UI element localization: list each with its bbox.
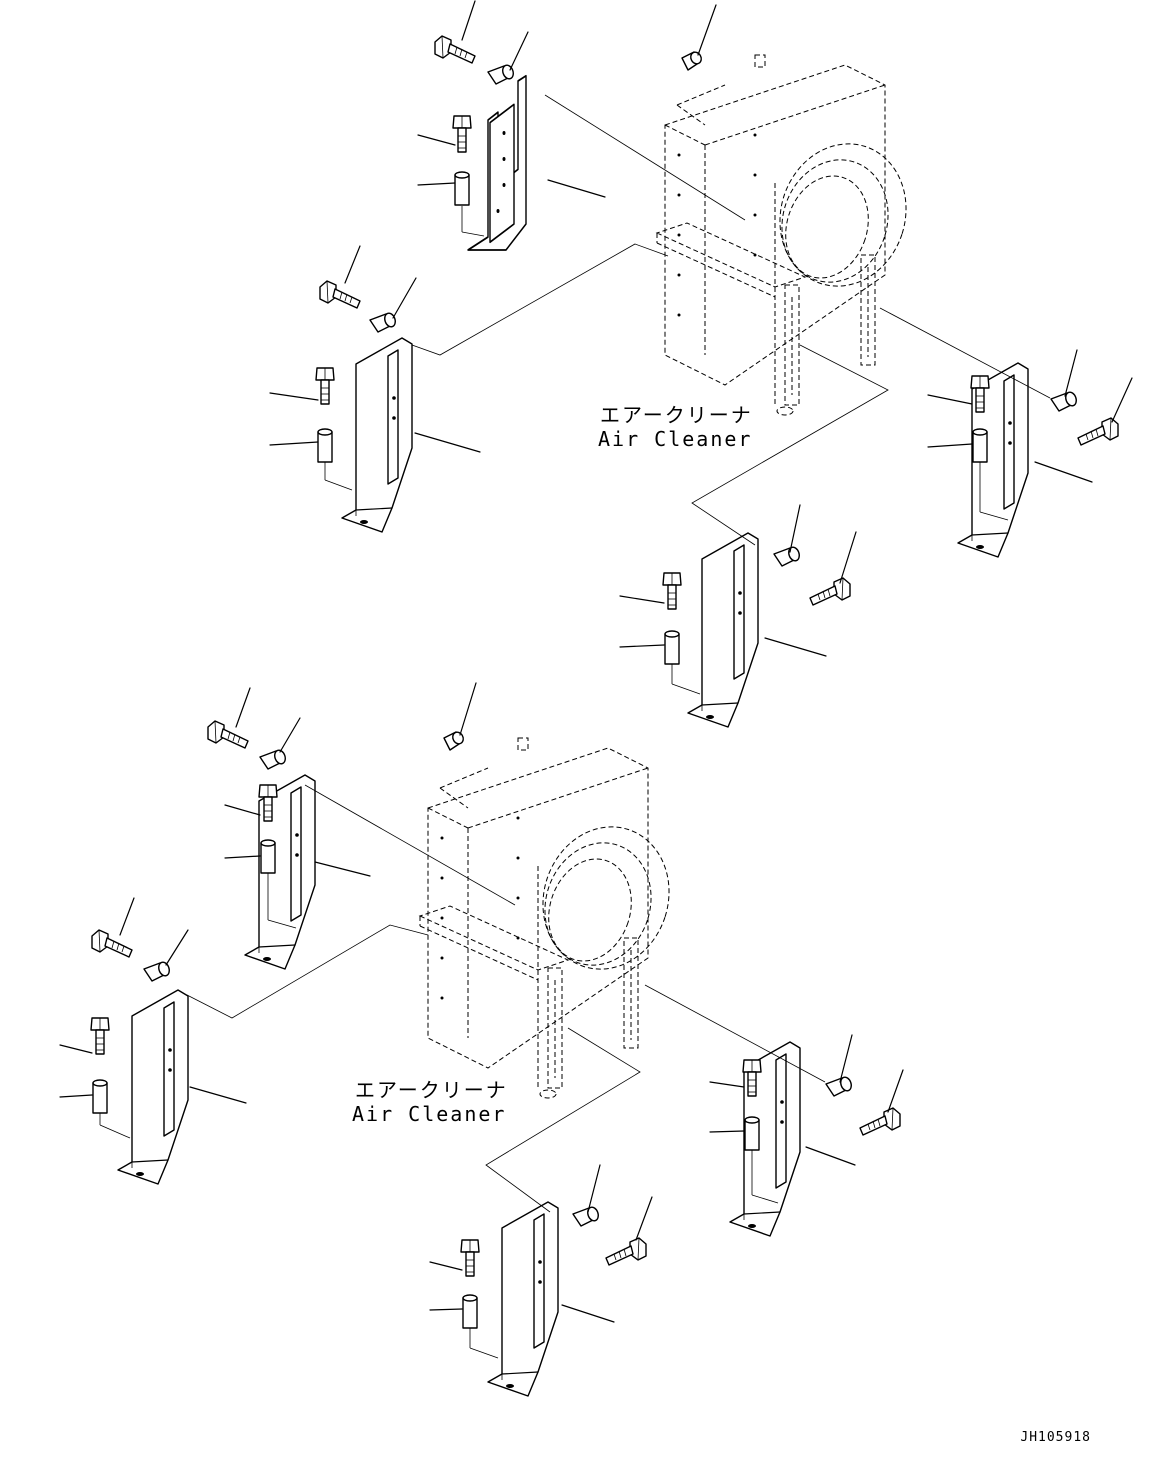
bracket bbox=[687, 532, 759, 728]
bolt bbox=[605, 1237, 647, 1266]
bolt bbox=[319, 280, 361, 309]
upper-air-cleaner-label-jp: エアークリーナ bbox=[600, 403, 753, 427]
vertical-bolt bbox=[460, 1239, 480, 1277]
drawing-code: JH105918 bbox=[1020, 1430, 1091, 1445]
spacer bbox=[1050, 390, 1079, 412]
spacer bbox=[369, 311, 398, 333]
lower-air-cleaner-label-en: Air Cleaner bbox=[352, 1102, 507, 1126]
upper-air-cleaner-label-en: Air Cleaner bbox=[598, 427, 753, 451]
bolt bbox=[809, 577, 851, 606]
spacer bbox=[259, 748, 288, 770]
bolt bbox=[859, 1107, 901, 1136]
spacer bbox=[773, 545, 802, 567]
vertical-spacer bbox=[664, 630, 680, 665]
bracket bbox=[957, 362, 1029, 558]
lower-air-cleaner-body bbox=[419, 737, 688, 1099]
lower-assembly bbox=[59, 682, 904, 1397]
spacer bbox=[572, 1205, 601, 1227]
vertical-bolt bbox=[452, 115, 472, 153]
upper-cap bbox=[681, 49, 705, 71]
bolt bbox=[91, 929, 133, 958]
vertical-spacer bbox=[260, 839, 276, 874]
bolt bbox=[207, 720, 249, 749]
vertical-bolt bbox=[90, 1017, 110, 1055]
bolt bbox=[434, 35, 476, 64]
vertical-spacer bbox=[462, 1294, 478, 1329]
lower-air-cleaner-label-jp: エアークリーナ bbox=[355, 1078, 508, 1102]
upper-assembly bbox=[269, 0, 1133, 728]
bracket bbox=[729, 1041, 801, 1237]
vertical-spacer bbox=[92, 1079, 108, 1114]
vertical-bolt bbox=[315, 367, 335, 405]
vertical-spacer bbox=[744, 1116, 760, 1151]
vertical-spacer bbox=[972, 428, 988, 463]
vertical-spacer bbox=[317, 428, 333, 463]
bracket bbox=[244, 774, 316, 970]
upper-air-cleaner-body bbox=[656, 54, 925, 416]
bracket bbox=[487, 1201, 559, 1397]
bracket bbox=[467, 74, 527, 251]
bracket bbox=[117, 989, 189, 1185]
vertical-spacer bbox=[454, 171, 470, 206]
vertical-bolt bbox=[662, 572, 682, 610]
spacer bbox=[825, 1075, 854, 1097]
bracket bbox=[341, 337, 413, 533]
lower-cap bbox=[443, 729, 467, 751]
